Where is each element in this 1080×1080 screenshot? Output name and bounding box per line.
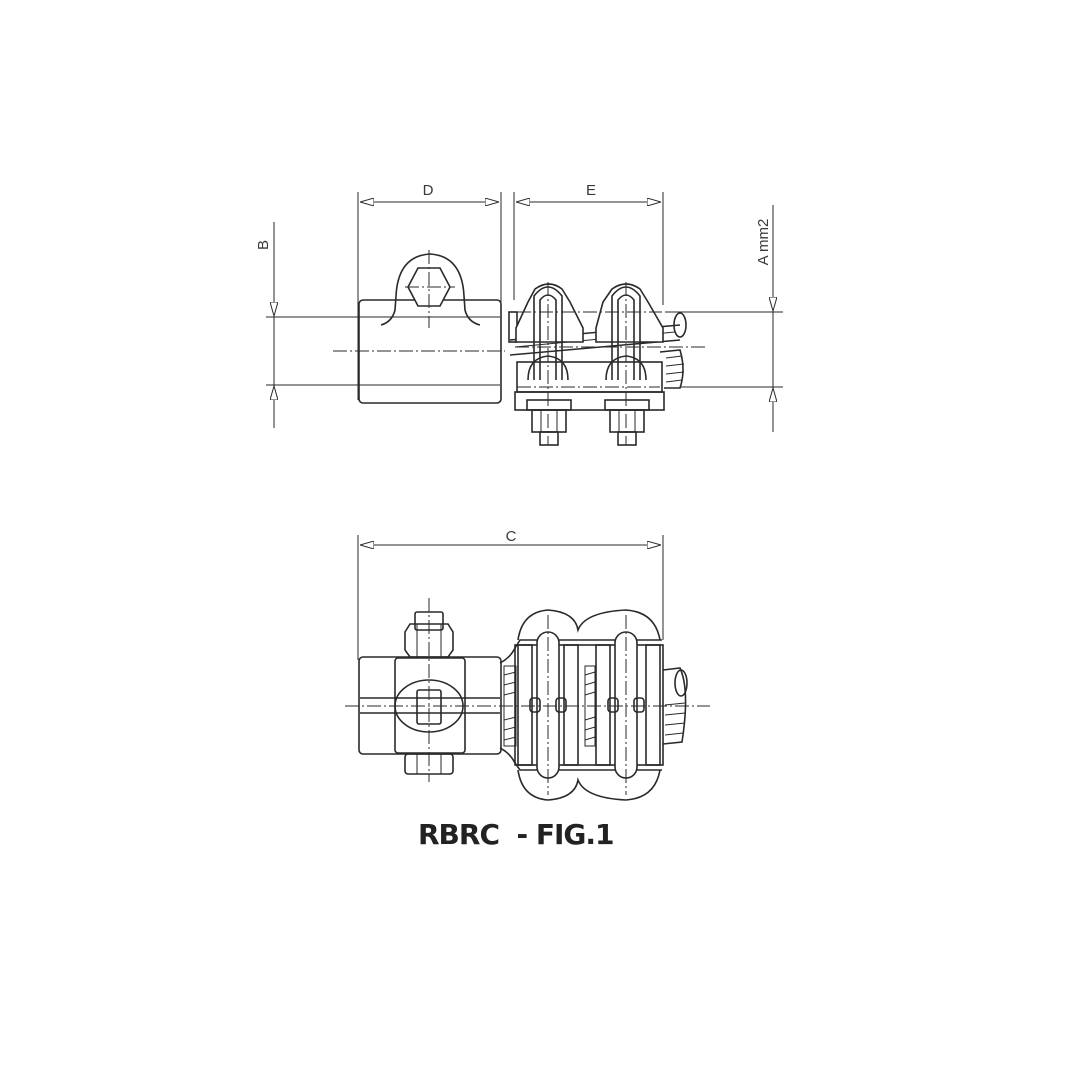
dimension-label-c: C (506, 528, 517, 545)
dimension-b: B (255, 222, 500, 428)
dimension-c: C (357, 528, 664, 660)
dimension-label-a: A mm2 (755, 219, 772, 266)
dimension-a: A mm2 (665, 205, 783, 432)
dimension-label-e: E (586, 182, 596, 199)
bottom-view: C (345, 528, 710, 801)
clamp-assembly-bottom (345, 609, 710, 801)
clamp-assembly-top (508, 282, 705, 446)
sleeve-body (333, 250, 505, 404)
dimension-label-d: D (423, 182, 434, 199)
dimension-e: E (513, 182, 664, 305)
top-view: D E B A mm2 (255, 182, 783, 446)
dimension-label-b: B (255, 240, 272, 250)
figure-caption: RBRC - FIG.1 (418, 818, 615, 851)
